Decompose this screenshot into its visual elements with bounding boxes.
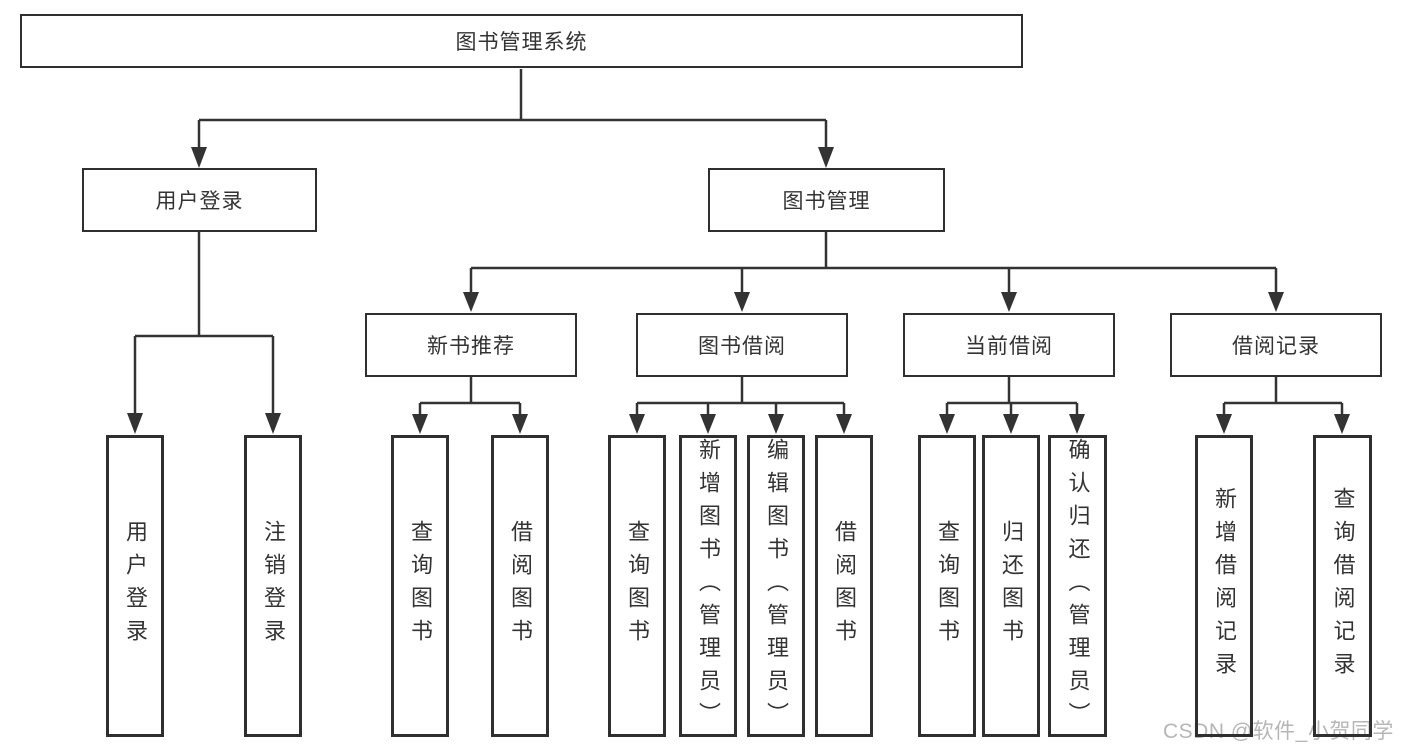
connector-book-mgmt-to-sections (463, 232, 1284, 312)
node-library-system: 图书管理系统 (20, 14, 1023, 68)
connector-book-borrow-to-leaves (629, 377, 852, 434)
leaf-confirm-return-admin: 确认归还（管理员） (1048, 435, 1107, 737)
leaf-logout: 注销登录 (244, 435, 302, 737)
leaf-label: 注销登录 (261, 520, 286, 652)
watermark: CSDN @软件_小贺同学 (1163, 720, 1394, 743)
leaf-add-borrow-record: 新增借阅记录 (1195, 435, 1253, 737)
leaf-label: 查询图书 (935, 520, 960, 652)
connector-current-borrow-to-leaves (939, 377, 1085, 434)
leaf-query-books-borrow: 查询图书 (608, 435, 666, 737)
connector-new-books-to-leaves (412, 377, 528, 434)
node-book-management: 图书管理 (708, 168, 945, 232)
leaf-query-books-current: 查询图书 (918, 435, 976, 737)
node-user-login: 用户登录 (82, 168, 317, 232)
leaf-label: 归还图书 (999, 520, 1024, 652)
node-borrow-records: 借阅记录 (1170, 313, 1382, 377)
leaf-label: 查询图书 (408, 520, 433, 652)
leaf-label: 用户登录 (123, 520, 148, 652)
leaf-label: 新增图书（管理员） (696, 437, 721, 735)
leaf-edit-books-admin: 编辑图书（管理员） (747, 435, 805, 737)
leaf-label: 查询图书 (625, 520, 650, 652)
connector-user-login-to-leaves (127, 232, 281, 434)
node-current-borrow: 当前借阅 (903, 313, 1115, 377)
leaf-label: 确认归还（管理员） (1065, 437, 1091, 735)
leaf-query-books-recommend: 查询图书 (391, 435, 449, 737)
leaf-add-books-admin: 新增图书（管理员） (679, 435, 737, 737)
connector-root-to-level2 (191, 69, 834, 168)
leaf-return-books: 归还图书 (982, 435, 1040, 737)
connector-borrow-records-to-leaves (1216, 377, 1350, 434)
leaf-borrow-books-recommend: 借阅图书 (491, 435, 549, 737)
leaf-label: 借阅图书 (508, 520, 533, 652)
leaf-user-login: 用户登录 (106, 435, 164, 737)
node-new-book-recommend: 新书推荐 (365, 313, 577, 377)
leaf-label: 查询借阅记录 (1330, 487, 1356, 685)
leaf-borrow-books: 借阅图书 (815, 435, 873, 737)
leaf-label: 借阅图书 (832, 520, 857, 652)
leaf-label: 新增借阅记录 (1212, 487, 1237, 685)
leaf-query-borrow-record: 查询借阅记录 (1313, 435, 1372, 737)
node-book-borrow: 图书借阅 (636, 313, 848, 377)
leaf-label: 编辑图书（管理员） (764, 437, 789, 735)
